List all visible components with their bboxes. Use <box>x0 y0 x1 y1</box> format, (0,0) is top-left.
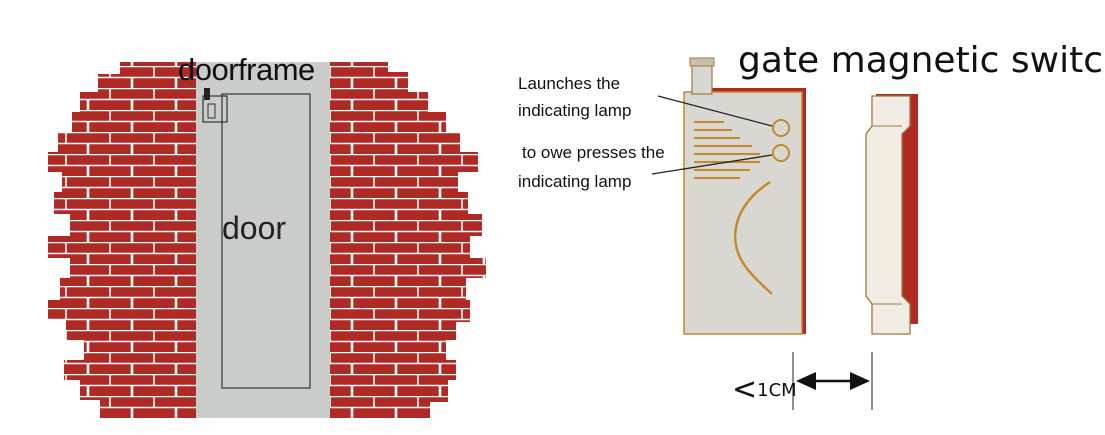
gap-arrow-left-head <box>796 372 816 390</box>
gap-less-than-symbol: < <box>732 372 757 407</box>
brick-wall-left <box>48 62 196 418</box>
door-label: door <box>222 210 286 247</box>
diagram-title: gate magnetic switch <box>738 40 1105 81</box>
press-lamp-label: to owe presses the indicating lamp <box>520 138 665 196</box>
launch-indicator-lamp <box>773 120 789 136</box>
press-indicator-lamp <box>773 145 789 161</box>
brick-wall-right <box>330 62 486 418</box>
launch-lamp-label-line-1: Launches the <box>518 70 631 97</box>
press-lamp-label-line-1: to owe presses the <box>520 138 665 167</box>
launch-lamp-label-line-2: indicating lamp <box>518 97 631 124</box>
launch-lamp-label: Launches the indicating lamp <box>518 70 631 124</box>
gap-distance-label: <1CM <box>732 372 797 407</box>
press-lamp-label-line-2: indicating lamp <box>518 167 665 196</box>
gap-arrow-right-head <box>850 372 870 390</box>
switch-antenna-cap <box>690 58 714 66</box>
doorframe-pointer <box>204 88 210 100</box>
doorframe-label: doorframe <box>178 52 315 88</box>
gap-distance-value: 1CM <box>757 380 797 401</box>
